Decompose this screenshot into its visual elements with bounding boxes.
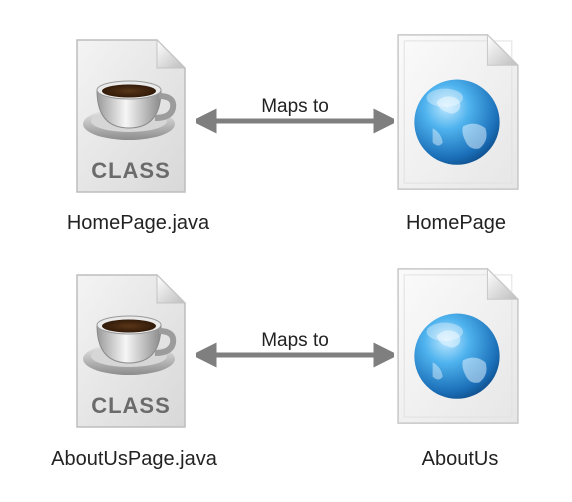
target-filename-label: HomePage bbox=[405, 212, 507, 234]
target-filename-label: AboutUs bbox=[421, 448, 499, 470]
maps-to-arrow bbox=[196, 342, 394, 368]
source-filename-label: AboutUsPage.java bbox=[51, 448, 217, 470]
java-class-file-icon bbox=[70, 36, 192, 196]
maps-to-arrow bbox=[196, 108, 394, 134]
web-page-globe-file-icon bbox=[392, 262, 524, 430]
web-page-globe-file-icon bbox=[392, 28, 524, 196]
java-class-file-icon bbox=[70, 271, 192, 431]
relation-label: Maps to bbox=[261, 96, 329, 117]
source-filename-label: HomePage.java bbox=[66, 212, 210, 234]
relation-label: Maps to bbox=[261, 330, 329, 351]
